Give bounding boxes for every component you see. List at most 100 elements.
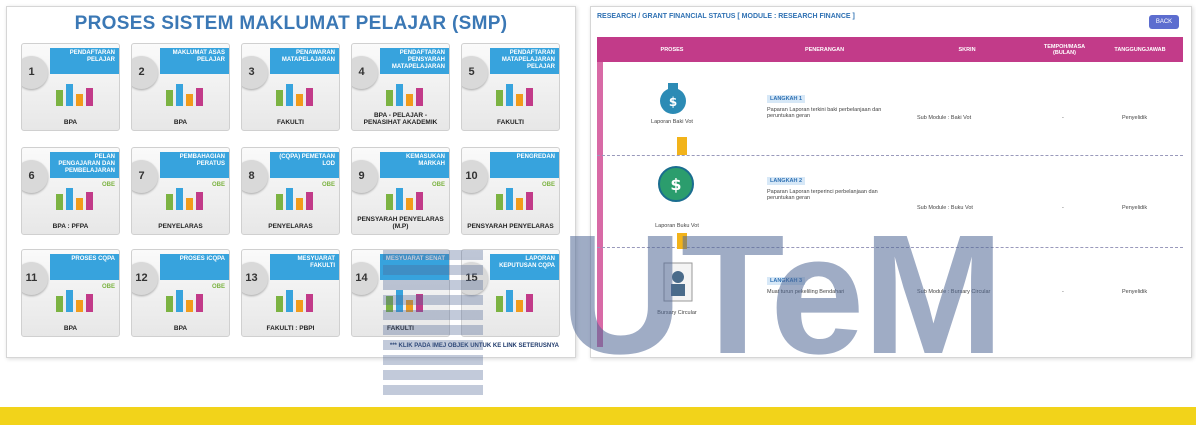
row-indicator xyxy=(597,62,603,347)
card-heading: (CQPA) PEMETAAN LOD xyxy=(270,152,339,178)
step-number: 5 xyxy=(462,56,488,89)
arrow-down-icon xyxy=(677,137,687,155)
card-illustration-icon[interactable] xyxy=(380,182,430,212)
card-illustration-icon[interactable] xyxy=(380,284,430,314)
card-illustration-icon[interactable] xyxy=(270,284,320,314)
step-number: 2 xyxy=(132,56,158,89)
step-text: Paparan Laporan terperinci perbelanjaan … xyxy=(767,189,878,201)
card-owner: BPA - PELAJAR - PENASIHAT AKADEMIK xyxy=(363,112,438,126)
obe-badge: OBE xyxy=(101,182,115,188)
card-owner: BPA xyxy=(63,325,78,332)
card-heading: MESYUARAT SENAT xyxy=(380,254,449,280)
card-owner: BPA : PFPA xyxy=(52,223,89,230)
research-finance-panel: RESEARCH / GRANT FINANCIAL STATUS [ MODU… xyxy=(590,6,1192,358)
obe-badge: OBE xyxy=(211,182,225,188)
card-heading: PENDAFTARAN MATAPELAJARAN PELAJAR xyxy=(490,48,559,74)
back-button[interactable]: BACK xyxy=(1149,15,1179,29)
card-illustration-icon[interactable] xyxy=(50,284,100,314)
obe-badge: OBE xyxy=(431,182,445,188)
card-heading: PROSES CQPA xyxy=(50,254,119,280)
card-illustration-icon[interactable] xyxy=(160,182,210,212)
svg-text:$: $ xyxy=(670,175,681,194)
card-heading: PENDAFTARAN PELAJAR xyxy=(50,48,119,74)
screen-cell: Sub Module : Buku Vot xyxy=(917,205,973,211)
card-illustration-icon[interactable] xyxy=(160,284,210,314)
card-owner: PENYELARAS xyxy=(158,223,203,230)
card-heading: MESYUARAT FAKULTI xyxy=(270,254,339,280)
time-cell: - xyxy=(1062,115,1064,121)
research-finance-header: RESEARCH / GRANT FINANCIAL STATUS [ MODU… xyxy=(597,13,855,20)
card-illustration-icon[interactable] xyxy=(490,182,540,212)
card-illustration-icon[interactable] xyxy=(380,78,430,108)
click-note: *** KLIK PADA IMEJ OBJEK UNTUK KE LINK S… xyxy=(389,343,559,349)
time-cell: - xyxy=(1062,205,1064,211)
step-number: 10 xyxy=(462,160,488,193)
step-number: 3 xyxy=(242,56,268,89)
globe-dollar-icon[interactable]: $ xyxy=(657,165,695,203)
card-owner: FAKULTI : PBPI xyxy=(266,325,315,332)
col-tanggungjawab: TANGGUNGJAWAB xyxy=(1097,37,1184,62)
step-desc: LANGKAH 2 Paparan Laporan terperinci per… xyxy=(767,177,897,201)
card-owner: BPA xyxy=(173,119,188,126)
card-owner: BPA xyxy=(173,325,188,332)
arrow-down-icon xyxy=(677,233,687,249)
card-illustration-icon[interactable] xyxy=(50,78,100,108)
card-illustration-icon[interactable] xyxy=(270,182,320,212)
step-number: 14 xyxy=(352,262,378,295)
step-number: 6 xyxy=(22,160,48,193)
finance-table: PROSES PENERANGAN SKRIN TEMPOH/MASA (BUL… xyxy=(597,37,1184,347)
card-heading: MAKLUMAT ASAS PELAJAR xyxy=(160,48,229,74)
card-owner: PENSYARAH PENYELARAS (M.P) xyxy=(357,216,444,230)
screen-cell: Sub Module : Baki Vot xyxy=(917,115,972,121)
step-text: Muat turun pekeliling Bendahari xyxy=(767,289,845,295)
card-illustration-icon[interactable] xyxy=(490,78,540,108)
smp-title: PROSES SISTEM MAKLUMAT PELAJAR (SMP) xyxy=(74,13,508,34)
step-number: 7 xyxy=(132,160,158,193)
card-owner: FAKULTI xyxy=(387,325,414,332)
step-number: 8 xyxy=(242,160,268,193)
step-tag: LANGKAH 2 xyxy=(767,177,806,185)
bursary-document-icon[interactable] xyxy=(663,262,693,302)
card-heading: PENAWARAN MATAPELAJARAN xyxy=(270,48,339,74)
card-heading: KEMASUKAN MARKAH xyxy=(380,152,449,178)
card-illustration-icon[interactable] xyxy=(160,78,210,108)
card-illustration-icon[interactable] xyxy=(50,182,100,212)
svg-text:$: $ xyxy=(669,95,677,109)
row-divider xyxy=(597,247,1183,248)
col-tempoh: TEMPOH/MASA (BULAN) xyxy=(1032,37,1098,62)
screen-cell: Sub Module : Bursary Circular xyxy=(917,289,991,295)
card-heading: LAPORAN KEPUTUSAN CQPA xyxy=(490,254,559,280)
card-heading: PENDAFTARAN PENSYARAH MATAPELAJARAN xyxy=(380,48,449,74)
col-skrin: SKRIN xyxy=(902,37,1033,62)
proc-label: Bursary Circular xyxy=(657,310,697,316)
card-illustration-icon[interactable] xyxy=(270,78,320,108)
step-number: 11 xyxy=(22,262,48,295)
card-illustration-icon[interactable] xyxy=(490,284,540,314)
step-number: 1 xyxy=(22,56,48,89)
moneybag-icon[interactable]: $ xyxy=(659,77,687,115)
step-tag: LANGKAH 1 xyxy=(767,95,806,103)
step-tag: LANGKAH 3 xyxy=(767,277,806,285)
col-proses: PROSES xyxy=(597,37,748,62)
resp-cell: Penyelidik xyxy=(1122,205,1148,211)
card-owner: FAKULTI xyxy=(277,119,304,126)
row-divider xyxy=(597,155,1183,156)
card-heading: PROSES iCQPA xyxy=(160,254,229,280)
time-cell: - xyxy=(1062,289,1064,295)
